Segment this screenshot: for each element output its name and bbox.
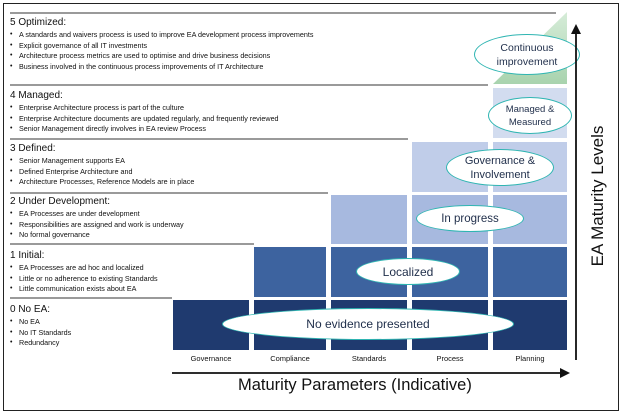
localized-label: Localized xyxy=(382,264,434,279)
level-3-item: Defined Enterprise Architecture and xyxy=(10,167,194,178)
level-separator xyxy=(10,12,556,14)
level-separator xyxy=(10,84,488,86)
level-4-item: Enterprise Architecture documents are up… xyxy=(10,114,279,125)
continuous-label-line1: Continuous xyxy=(500,41,554,54)
localized-ellipse: Localized xyxy=(356,258,460,285)
cell-standards-level-2 xyxy=(331,195,407,244)
continuous-label-line2: improvement xyxy=(496,55,558,68)
level-0-item: No IT Standards xyxy=(10,328,71,339)
x-axis-label: Maturity Parameters (Indicative) xyxy=(238,376,472,394)
level-0-item: Redundancy xyxy=(10,338,71,349)
parameter-label-standards: Standards xyxy=(351,354,387,363)
level-1-item: Little communication exists about EA xyxy=(10,284,158,295)
level-4-title: 4 Managed: xyxy=(10,90,63,101)
level-0-block: 0 No EA: No EA No IT Standards Redundanc… xyxy=(10,304,71,349)
level-separator xyxy=(10,243,254,245)
no-evidence-ellipse: No evidence presented xyxy=(222,308,514,340)
level-3-item: Senior Management supports EA xyxy=(10,156,194,167)
governance-involvement-ellipse: Governance & Involvement xyxy=(446,149,554,186)
level-0-title: 0 No EA: xyxy=(10,304,51,315)
no-evidence-label: No evidence presented xyxy=(306,317,430,331)
level-separator xyxy=(10,138,408,140)
managed-label-line1: Managed & xyxy=(505,103,555,115)
cell-compliance-level-1 xyxy=(254,247,326,297)
y-axis-label: EA Maturity Levels xyxy=(588,125,607,267)
level-separator xyxy=(10,297,172,299)
y-axis-arrowhead xyxy=(571,24,581,34)
level-4-block: 4 Managed: Enterprise Architecture proce… xyxy=(10,90,279,135)
x-axis-arrowhead xyxy=(560,368,570,378)
level-3-block: 3 Defined: Senior Management supports EA… xyxy=(10,143,194,188)
parameter-label-process: Process xyxy=(436,354,464,363)
level-5-item: Explicit governance of all IT investment… xyxy=(10,41,313,52)
governance-label-line2: Involvement xyxy=(470,168,530,181)
in-progress-label: In progress xyxy=(441,212,499,225)
cell-planning-level-1 xyxy=(493,247,567,297)
managed-label-line2: Measured xyxy=(508,116,552,128)
parameter-label-compliance: Compliance xyxy=(270,354,310,363)
continuous-improvement-ellipse: Continuous improvement xyxy=(474,34,580,75)
parameter-label-governance: Governance xyxy=(190,354,232,363)
level-1-block: 1 Initial: EA Processes are ad hoc and l… xyxy=(10,250,158,295)
level-5-item: Architecture process metrics are used to… xyxy=(10,51,313,62)
level-2-item: EA Processes are under development xyxy=(10,209,184,220)
level-1-item: EA Processes are ad hoc and localized xyxy=(10,263,158,274)
governance-label-line1: Governance & xyxy=(464,154,536,167)
level-1-item: Little or no adherence to existing Stand… xyxy=(10,274,158,285)
managed-measured-ellipse: Managed & Measured xyxy=(488,97,572,134)
level-2-item: No formal governance xyxy=(10,230,184,241)
level-5-item: A standards and waivers process is used … xyxy=(10,30,313,41)
level-5-item: Business involved in the continuous proc… xyxy=(10,62,313,73)
level-3-title: 3 Defined: xyxy=(10,143,56,154)
level-3-item: Architecture Processes, Reference Models… xyxy=(10,177,194,188)
parameter-label-planning: Planning xyxy=(515,354,545,363)
level-2-block: 2 Under Development: EA Processes are un… xyxy=(10,196,184,241)
in-progress-ellipse: In progress xyxy=(416,205,524,232)
level-2-title: 2 Under Development: xyxy=(10,196,111,207)
level-2-item: Responsibilities are assigned and work i… xyxy=(10,220,184,231)
level-1-title: 1 Initial: xyxy=(10,250,45,261)
level-4-item: Senior Management directly involves in E… xyxy=(10,124,279,135)
level-0-item: No EA xyxy=(10,317,71,328)
level-separator xyxy=(10,192,328,194)
level-5-title: 5 Optimized: xyxy=(10,17,67,28)
level-4-item: Enterprise Architecture process is part … xyxy=(10,103,279,114)
level-5-block: 5 Optimized: A standards and waivers pro… xyxy=(10,17,313,72)
